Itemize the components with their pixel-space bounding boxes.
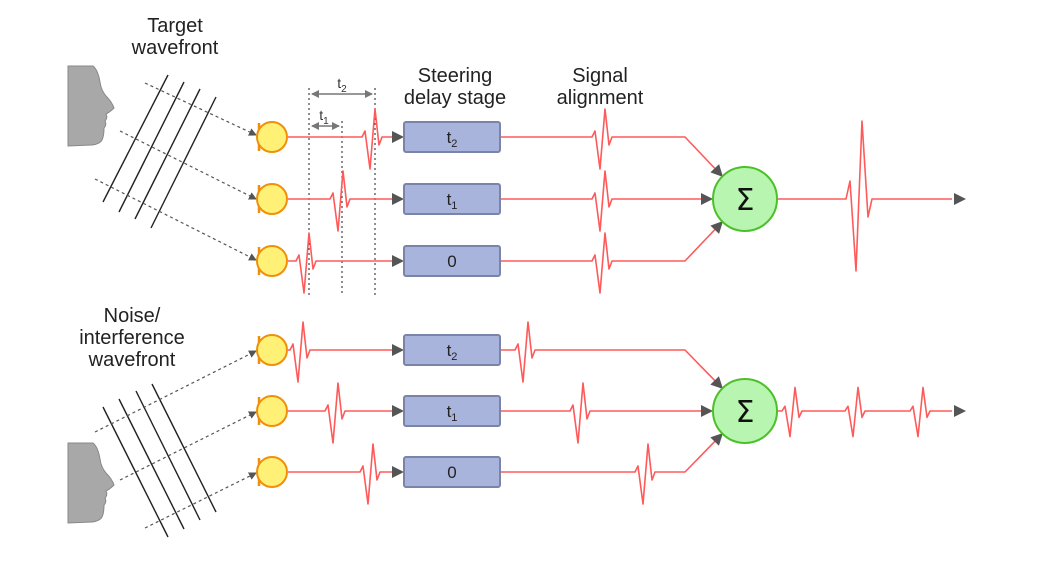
steering-stage-label-2: delay stage [404,87,506,109]
noise-delay-label-1: t2 [447,341,458,363]
noise-sigma-symbol: Σ [736,395,755,430]
noise-aligned-trace-1 [500,321,717,383]
target-box-arrow-3-head [392,255,404,267]
target-output-trace [777,120,952,272]
target-microphone-icon-1 [256,121,288,153]
noise-wavefront-label-3: wavefront [88,349,176,371]
signal-alignment-label: Signal [572,65,628,87]
noise-microphone-icon-3 [256,456,288,488]
noise-sum-arrow-3-head [710,433,723,446]
target-input-trace-3 [288,232,392,294]
noise-aligned-trace-3 [500,439,717,505]
noise-box-arrow-3-head [392,466,404,478]
target-wavefront-label: Target [147,15,203,37]
target-aligned-trace-2 [500,170,701,232]
noise-input-trace-2 [288,382,392,444]
noise-delay-label-2: t1 [447,402,458,424]
noise-wavefront-label-2: interference [79,327,185,349]
target-microphone-icon-2 [256,183,288,215]
signal-traces [288,108,966,505]
target-box-arrow-2-head [392,193,404,205]
target-delay-box-1 [403,121,501,153]
target-summer-icon [712,166,778,232]
t1-dimension-label: t1 [319,107,329,127]
noise-wavefront-lines [102,383,217,538]
noise-sum-arrow-2-head [701,405,713,417]
target-aligned-trace-1 [500,108,717,171]
noise-delay-box-2 [403,395,501,427]
target-sum-arrow-3-head [710,221,723,234]
noise-summer-icon [712,378,778,444]
noise-aligned-trace-2 [500,382,701,444]
target-box-arrow-1-head [392,131,404,143]
target-wavefront-lines [102,74,217,229]
target-microphone-icon-3 [256,245,288,277]
noise-delay-label-3: 0 [447,463,456,482]
noise-microphone-icon-2 [256,395,288,427]
target-sum-arrow-2-head [701,193,713,205]
steering-stage-label: Steering [418,65,493,87]
noise-input-trace-1 [288,321,392,383]
target-delay-label-3: 0 [447,252,456,271]
noise-delay-box-3 [403,456,501,488]
target-wavefront-label-2: wavefront [131,37,219,59]
target-delay-label-1: t2 [447,128,458,150]
noise-box-arrow-2-head [392,405,404,417]
noise-delay-box-1 [403,334,501,366]
signal-alignment-label-2: alignment [557,87,644,109]
noise-output-trace [777,386,952,438]
target-output-arrow-head [954,193,966,205]
target-delay-box-2 [403,183,501,215]
noise-input-trace-3 [288,443,392,505]
target-delay-box-3 [403,245,501,277]
noise-microphone-icon-1 [256,334,288,366]
target-sigma-symbol: Σ [736,183,755,218]
noise-rays [94,350,257,529]
noise-source-head-icon [67,442,115,524]
target-sum-arrow-1-head [710,164,723,177]
target-rays [94,82,257,261]
target-aligned-trace-3 [500,227,717,294]
noise-sum-arrow-1-head [710,376,723,389]
noise-output-arrow-head [954,405,966,417]
noise-box-arrow-1-head [392,344,404,356]
t2-dimension-label: t2 [337,75,347,95]
target-input-trace-1 [288,108,392,170]
target-delay-label-2: t1 [447,190,458,212]
delay-guides [308,88,376,296]
target-speaker-head-icon [67,65,115,147]
target-input-trace-2 [288,170,392,232]
noise-wavefront-label: Noise/ [104,305,161,327]
